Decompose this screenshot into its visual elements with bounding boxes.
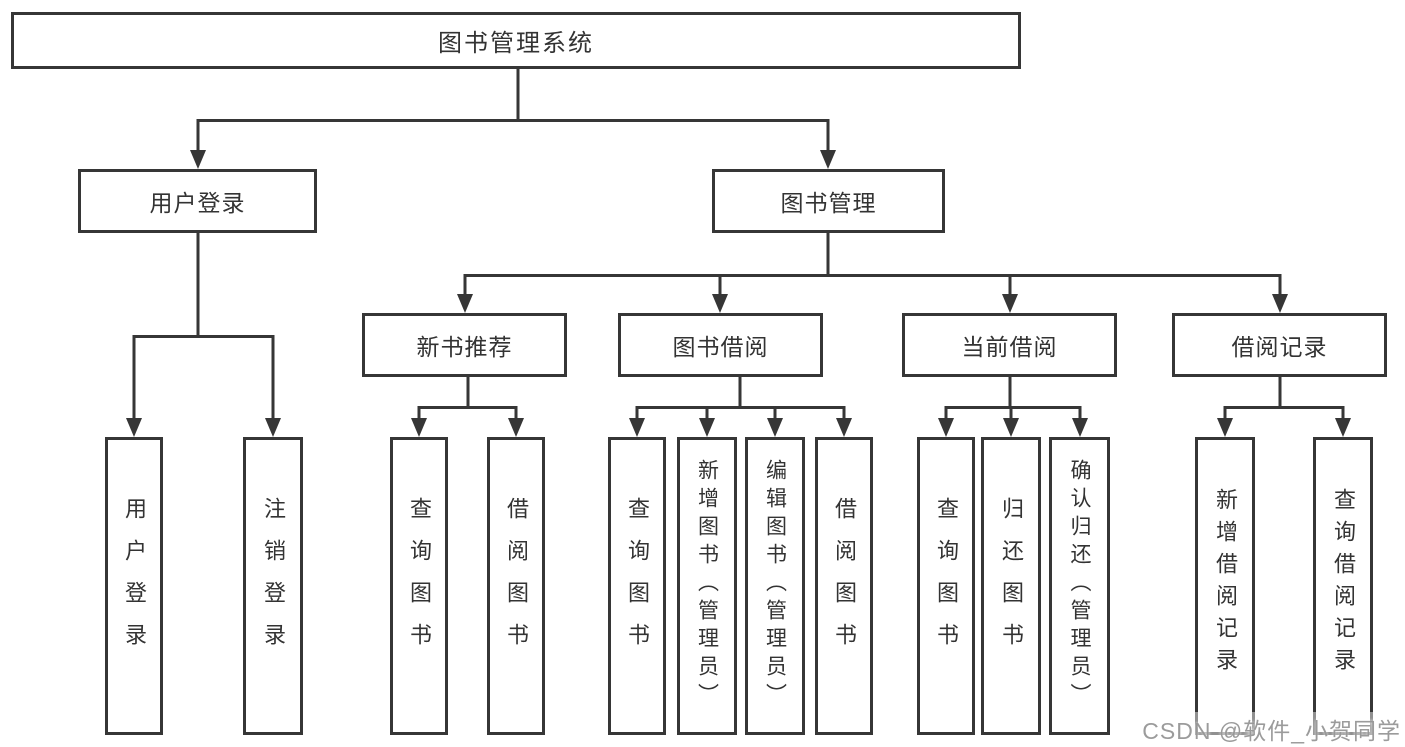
leaf-add-borrow-record: 新增借阅记录 [1195,437,1255,735]
node-label: 图书借阅 [672,334,769,360]
arrow-down-icon [508,418,524,437]
node-label: 图书管理 [780,190,877,216]
node-library-management-system: 图书管理系统 [11,12,1021,69]
node-current-borrow: 当前借阅 [902,313,1117,377]
leaf-logout: 注销登录 [243,437,303,735]
csdn-watermark: CSDN @软件_小贺同学 [1142,712,1401,746]
arrow-down-icon [629,418,645,437]
node-label: 借阅图书 [504,497,529,665]
node-label: 查询图书 [407,497,432,665]
connector-book-borrow-branch [629,377,852,437]
arrow-down-icon [938,418,954,437]
arrow-down-icon [820,150,836,169]
arrow-down-icon [767,418,783,437]
node-label: 注销登录 [261,497,286,665]
leaf-borrow-books-recommend: 借阅图书 [487,437,545,735]
arrow-down-icon [836,418,852,437]
node-label: 新书推荐 [416,334,513,360]
node-label: 用户登录 [149,190,246,216]
node-label: 编辑图书（管理员） [763,458,787,711]
leaf-add-books-admin: 新增图书（管理员） [677,437,737,735]
node-book-management: 图书管理 [712,169,945,233]
node-book-borrow: 图书借阅 [618,313,823,377]
connector-borrow-records-branch [1217,377,1351,437]
leaf-query-books-recommend: 查询图书 [390,437,448,735]
node-label: 用户登录 [122,497,147,665]
arrow-down-icon [699,418,715,437]
node-label: 借阅图书 [832,497,857,665]
node-label: 当前借阅 [961,334,1058,360]
leaf-edit-books-admin: 编辑图书（管理员） [745,437,805,735]
arrow-down-icon [265,418,281,437]
connector-root-to-level2 [190,69,836,169]
connector-user-login-branch [126,233,281,437]
node-label: 确认归还（管理员） [1068,458,1091,711]
arrow-down-icon [1272,294,1288,313]
node-label: 查询图书 [625,497,650,665]
node-label: 归还图书 [999,497,1024,665]
leaf-query-books-borrow: 查询图书 [608,437,666,735]
connector-book-management-branch [457,233,1288,313]
node-label: 借阅记录 [1231,334,1328,360]
arrow-down-icon [712,294,728,313]
leaf-query-books-current: 查询图书 [917,437,975,735]
leaf-return-books: 归还图书 [981,437,1041,735]
arrow-down-icon [1217,418,1233,437]
arrow-down-icon [190,150,206,169]
connector-new-book-branch [411,377,524,437]
arrow-down-icon [411,418,427,437]
arrow-down-icon [126,418,142,437]
leaf-confirm-return-admin: 确认归还（管理员） [1049,437,1110,735]
node-label: 图书管理系统 [438,30,594,57]
leaf-borrow-books: 借阅图书 [815,437,873,735]
node-label: 查询图书 [934,497,959,665]
leaf-query-borrow-record: 查询借阅记录 [1313,437,1373,735]
arrow-down-icon [1072,418,1088,437]
node-label: 查询借阅记录 [1331,487,1356,680]
connector-current-borrow-branch [938,377,1088,437]
node-label: 新增借阅记录 [1213,487,1238,680]
arrow-down-icon [457,294,473,313]
node-label: 新增图书（管理员） [695,458,719,711]
node-borrow-records: 借阅记录 [1172,313,1387,377]
node-user-login: 用户登录 [78,169,317,233]
node-new-book-recommend: 新书推荐 [362,313,567,377]
leaf-user-login: 用户登录 [105,437,163,735]
arrow-down-icon [1003,418,1019,437]
arrow-down-icon [1002,294,1018,313]
arrow-down-icon [1335,418,1351,437]
